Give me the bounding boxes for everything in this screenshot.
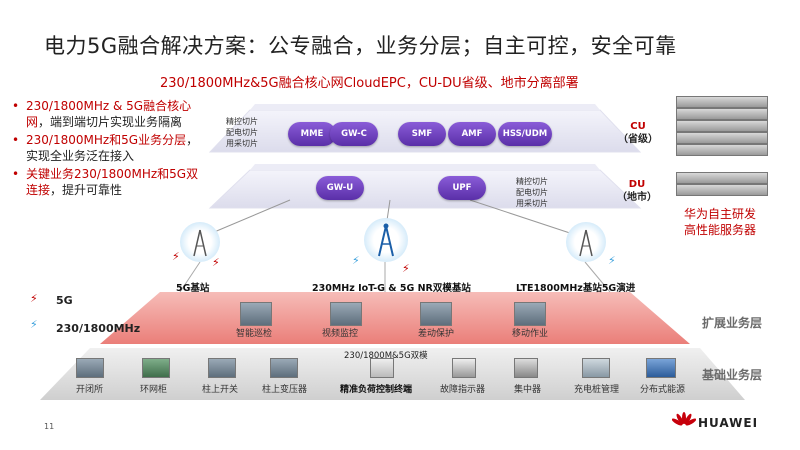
- dual-mode-label: 230/1800M&5G双模: [344, 351, 428, 361]
- cu-layer-plane-back: [250, 104, 600, 110]
- pole-transformer-icon: [270, 358, 298, 378]
- slice-label: 精控切片: [226, 117, 258, 126]
- base-item-label: 开闭所: [76, 385, 104, 395]
- connector-line: [179, 261, 201, 293]
- du-layer-plane-back: [250, 164, 600, 170]
- extension-layer-plane: [100, 292, 690, 344]
- concentrator-icon: [514, 358, 538, 378]
- slice-label: 精控切片: [516, 177, 548, 186]
- protection-thumb-icon: [420, 302, 452, 326]
- bullet-item: • 230/1800MHz和5G业务分层，实现全业务泛在接入: [8, 132, 208, 164]
- bullet-text: ，实现全业务泛在接入: [26, 133, 199, 163]
- station-label-dual: 230MHz IoT-G & 5G NR双模基站: [312, 283, 471, 294]
- du-slice-labels: 精控切片 配电切片 用采切片: [516, 176, 548, 209]
- brand-name: HUAWEI: [698, 416, 759, 430]
- mme-cloud-icon: MME: [288, 116, 336, 146]
- smf-cloud-icon: SMF: [398, 116, 446, 146]
- bullet-highlight: 关键业务230/1800MHz和5G双连接: [26, 167, 199, 197]
- gw-c-cloud-icon: GW-C: [330, 116, 378, 146]
- legend-5g-label: 5G: [56, 294, 73, 307]
- huawei-logo-icon: [671, 412, 697, 438]
- cu-slice-labels: 精控切片 配电切片 用采切片: [226, 116, 258, 149]
- charging-pile-icon: [582, 358, 610, 378]
- bullet-dot-icon: •: [12, 133, 20, 147]
- inspection-thumb-icon: [240, 302, 272, 326]
- base-item-label: 柱上开关: [202, 385, 239, 395]
- ring-cabinet-icon: [142, 358, 170, 378]
- bullet-dot-icon: •: [12, 167, 20, 181]
- server-caption: 华为自主研发 高性能服务器: [683, 207, 756, 237]
- bullet-list: • 230/1800MHz & 5G融合核心网，端到端切片实现业务隔离 • 23…: [8, 98, 208, 200]
- page-subtitle: 230/1800MHz&5G融合核心网CloudEPC，CU-DU省级、地市分离…: [160, 76, 579, 91]
- bullet-text: ，端到端切片实现业务隔离: [38, 115, 183, 129]
- extension-item-label: 智能巡检: [236, 329, 273, 339]
- connector-line: [469, 199, 586, 239]
- 5g-bolt-icon: ⚡: [172, 250, 180, 263]
- extension-item-label: 视频监控: [322, 329, 359, 339]
- slice-label: 配电切片: [516, 188, 548, 197]
- page-title: 电力5G融合解决方案：公专融合，业务分层；自主可控，安全可靠: [44, 34, 677, 58]
- gw-u-cloud-icon: GW-U: [316, 170, 364, 200]
- amf-cloud-icon: AMF: [448, 116, 496, 146]
- pole-switch-icon: [208, 358, 236, 378]
- base-item-label: 分布式能源: [640, 385, 686, 395]
- bullet-item: • 230/1800MHz & 5G融合核心网，端到端切片实现业务隔离: [8, 98, 208, 130]
- fault-indicator-icon: [452, 358, 476, 378]
- load-control-terminal-icon: [370, 358, 394, 378]
- base-item-label: 集中器: [514, 385, 542, 395]
- bullet-highlight: 230/1800MHz & 5G融合核心网: [26, 99, 192, 129]
- base-item-label: 精准负荷控制终端: [340, 385, 413, 395]
- upf-cloud-icon: UPF: [438, 170, 486, 200]
- extension-layer-label: 扩展业务层: [702, 316, 763, 330]
- hss-udm-cloud-icon: HSS/UDM: [498, 116, 552, 146]
- mobile-work-thumb-icon: [514, 302, 546, 326]
- switch-station-icon: [76, 358, 104, 378]
- bullet-text: ，提升可靠性: [50, 183, 123, 197]
- du-layer-plane: [208, 169, 642, 209]
- base-item-label: 环网柜: [140, 385, 168, 395]
- legend-mhz-bolt-icon: ⚡: [30, 318, 38, 331]
- base-layer-label: 基础业务层: [702, 368, 763, 382]
- bullet-highlight: 230/1800MHz和5G业务分层: [26, 133, 187, 147]
- cu-label: CU （省级）: [618, 121, 658, 145]
- mhz-bolt-icon: ⚡: [352, 254, 360, 267]
- legend-5g-bolt-icon: ⚡: [30, 292, 38, 305]
- bullet-item: • 关键业务230/1800MHz和5G双连接，提升可靠性: [8, 166, 208, 198]
- video-thumb-icon: [330, 302, 362, 326]
- station-label-5g: 5G基站: [176, 283, 210, 294]
- extension-item-label: 移动作业: [512, 329, 549, 339]
- station-label-lte: LTE1800MHz基站5G演进: [516, 283, 636, 294]
- bullet-dot-icon: •: [12, 99, 20, 113]
- extension-item-label: 差动保护: [418, 329, 455, 339]
- 5g-tower-icon: [180, 222, 220, 262]
- slice-label: 配电切片: [226, 128, 258, 137]
- base-item-label: 充电桩管理: [574, 385, 620, 395]
- page-number: 11: [44, 422, 55, 431]
- lte-tower-icon: [566, 222, 606, 262]
- mhz-bolt-icon: ⚡: [608, 254, 616, 267]
- du-label: DU （地市）: [617, 179, 657, 203]
- dual-mode-tower-icon: [364, 218, 408, 262]
- legend-mhz-label: 230/1800MHz: [56, 322, 141, 335]
- 5g-bolt-icon: ⚡: [402, 262, 410, 275]
- 5g-bolt-icon: ⚡: [212, 256, 220, 269]
- connector-line: [584, 261, 611, 293]
- base-item-label: 柱上变压器: [262, 385, 308, 395]
- slice-label: 用采切片: [226, 139, 258, 148]
- base-item-label: 故障指示器: [440, 385, 486, 395]
- solar-panel-icon: [646, 358, 676, 378]
- slice-label: 用采切片: [516, 199, 548, 208]
